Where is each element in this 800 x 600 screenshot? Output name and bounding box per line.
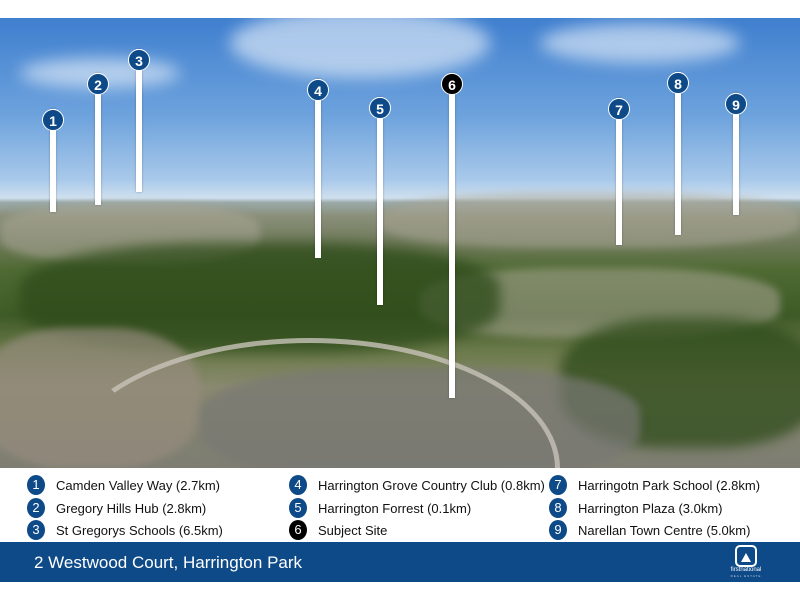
legend-item: 9 Narellan Town Centre (5.0km): [549, 520, 750, 540]
logo-text: firstnational: [730, 567, 762, 573]
logo-subtext: REAL ESTATE: [730, 574, 762, 578]
pin-number: 2: [87, 73, 109, 95]
legend-number: 8: [549, 498, 567, 518]
pin-number: 4: [307, 79, 329, 101]
property-address: 2 Westwood Court, Harrington Park: [34, 553, 303, 572]
pin-number: 9: [725, 93, 747, 115]
legend-number: 9: [549, 520, 567, 540]
legend-label: Harrington Forrest (0.1km): [318, 500, 472, 516]
legend-number: 6: [289, 520, 307, 540]
legend-number: 1: [27, 475, 45, 495]
legend-number: 3: [27, 520, 45, 540]
legend: 1 Camden Valley Way (2.7km) 2 Gregory Hill…: [0, 468, 800, 542]
legend-item: 5 Harrington Forrest (0.1km): [289, 498, 471, 518]
pin-number: 6: [441, 73, 463, 95]
legend-label: St Gregorys Schools (6.5km): [56, 522, 223, 538]
legend-item: 3 St Gregorys Schools (6.5km): [27, 520, 223, 540]
legend-number: 5: [289, 498, 307, 518]
pin-number: 8: [667, 72, 689, 94]
legend-label: Narellan Town Centre (5.0km): [578, 522, 751, 538]
logo-icon: [735, 545, 757, 567]
aerial-photo: 1 2 3 4 5 6 7 8 9: [0, 18, 800, 468]
legend-number: 7: [549, 475, 567, 495]
legend-number: 4: [289, 475, 307, 495]
pin-number: 7: [608, 98, 630, 120]
legend-label: Gregory Hills Hub (2.8km): [56, 500, 207, 516]
legend-item: 4 Harrington Grove Country Club (0.8km): [289, 475, 545, 495]
legend-label: Harrington Grove Country Club (0.8km): [318, 477, 545, 493]
legend-item: 8 Harrington Plaza (3.0km): [549, 498, 723, 518]
legend-label: Harringotn Park School (2.8km): [578, 477, 761, 493]
legend-item: 1 Camden Valley Way (2.7km): [27, 475, 220, 495]
pin-number: 5: [369, 97, 391, 119]
pin-number: 3: [128, 49, 150, 71]
legend-label: Subject Site: [318, 522, 388, 538]
footer-bar: 2 Westwood Court, Harrington Park firstn…: [0, 542, 800, 582]
legend-item: 6 Subject Site: [289, 520, 387, 540]
legend-number: 2: [27, 498, 45, 518]
legend-item: 2 Gregory Hills Hub (2.8km): [27, 498, 206, 518]
legend-label: Harrington Plaza (3.0km): [578, 500, 723, 516]
legend-item: 7 Harringotn Park School (2.8km): [549, 475, 760, 495]
first-national-logo: firstnational REAL ESTATE: [726, 545, 766, 579]
pin-number: 1: [42, 109, 64, 131]
legend-label: Camden Valley Way (2.7km): [56, 477, 220, 493]
